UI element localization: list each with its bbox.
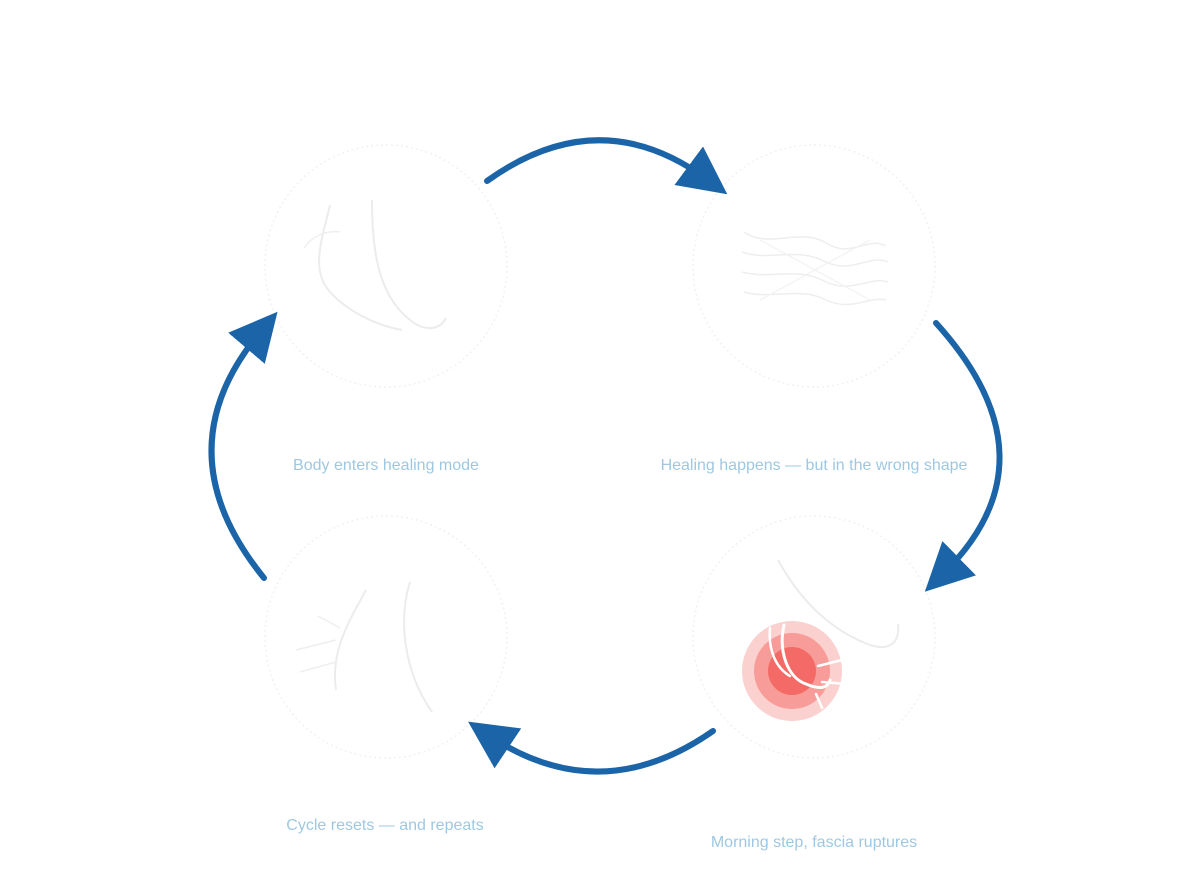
step-label-healing-wrong-shape: Healing happens — but in the wrong shape <box>660 457 968 474</box>
arrow-step2-to-step3 <box>924 320 1003 592</box>
arrow-step4-to-step1 <box>208 311 278 581</box>
reset-foot-icon <box>264 515 508 759</box>
step-label-body-enters-healing-mode: Body enters healing mode <box>293 457 479 474</box>
arrow-step1-to-step2 <box>484 137 728 195</box>
heel-pain-burst-icon <box>692 515 936 759</box>
step-label-fascia-ruptures: Morning step, fascia ruptures <box>710 834 918 851</box>
foot-at-rest-icon <box>264 144 508 388</box>
tangled-fascia-fibers-icon <box>692 144 936 388</box>
pain-glow-core <box>768 647 816 695</box>
arrow-step3-to-step4 <box>468 721 716 775</box>
step-label-cycle-resets: Cycle resets — and repeats <box>286 817 484 834</box>
